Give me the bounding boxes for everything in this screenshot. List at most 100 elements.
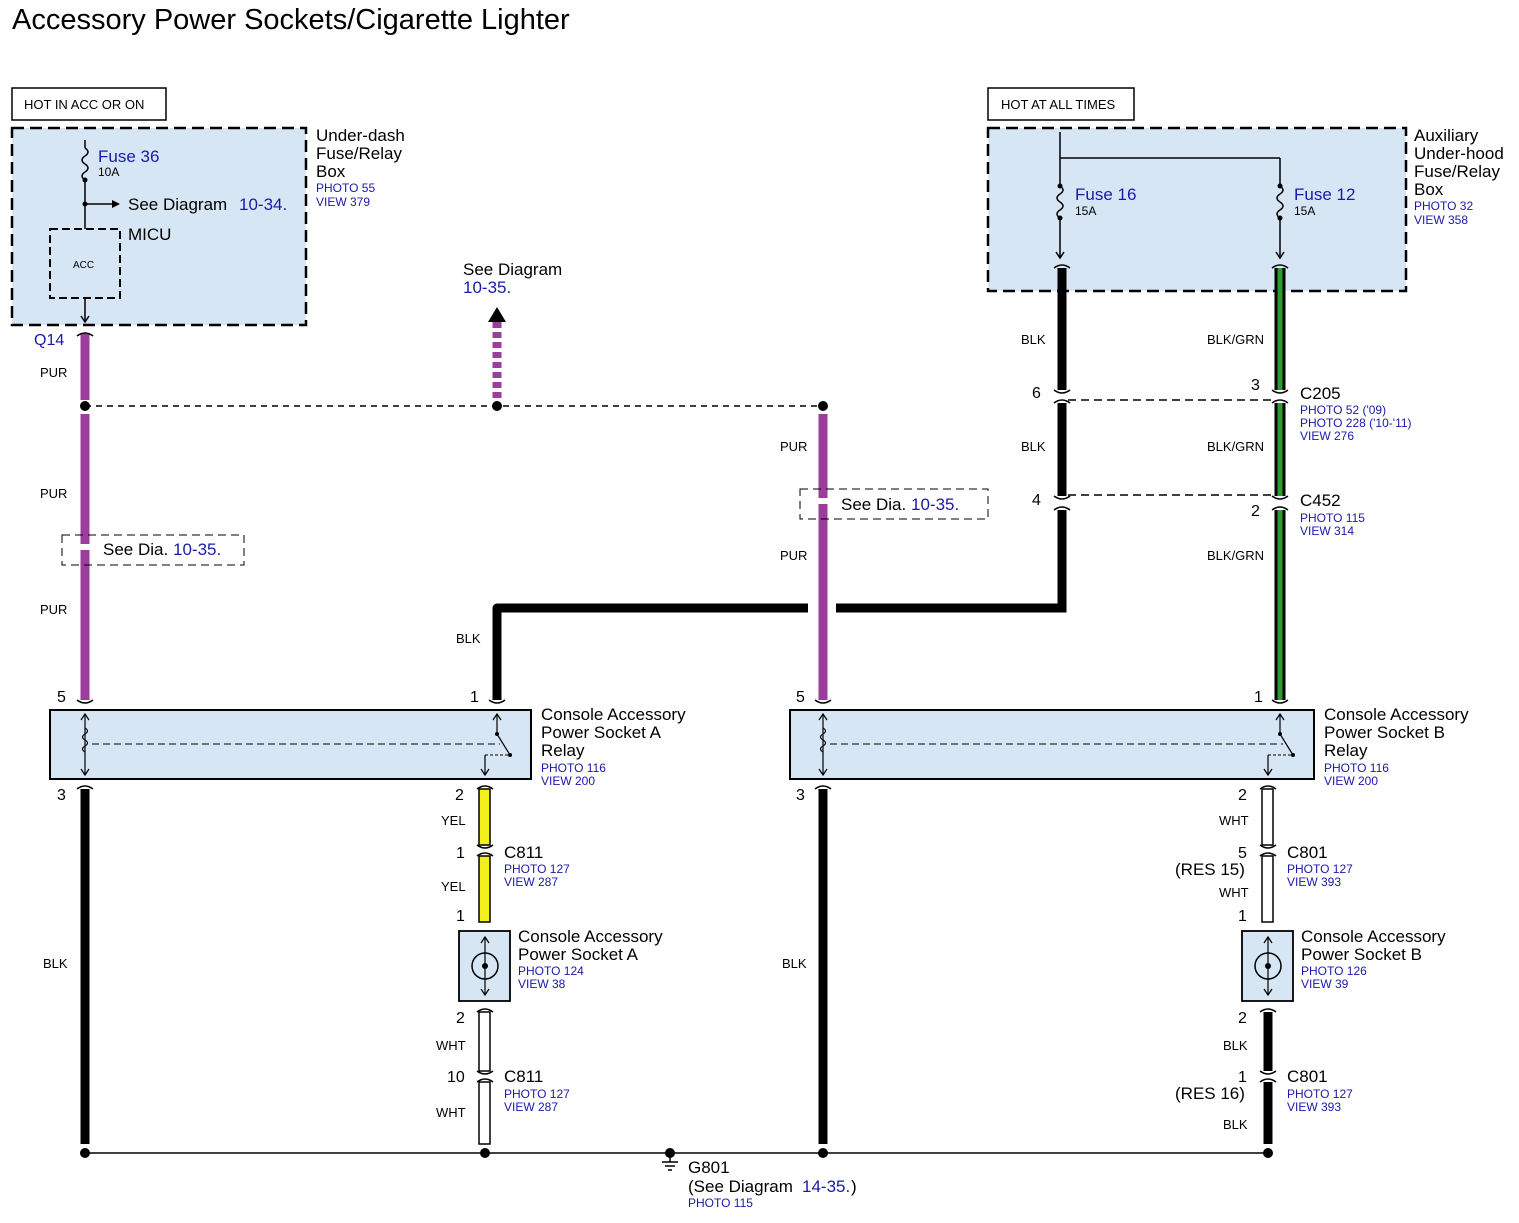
splice-node-mid [492, 401, 502, 411]
hot-acc-label: HOT IN ACC OR ON [24, 97, 144, 112]
fuse-12-name: Fuse 12 [1294, 185, 1355, 204]
relay-b-box [789, 709, 1315, 780]
socket-b-photo[interactable]: PHOTO 126 [1301, 964, 1367, 978]
c801-top-photo[interactable]: PHOTO 127 [1287, 862, 1353, 876]
wire-label-pur-3: PUR [40, 602, 67, 617]
c452-view[interactable]: VIEW 314 [1300, 524, 1354, 538]
see-dia-left-frame [61, 534, 245, 566]
see-dia-left-ref[interactable]: 10-35. [173, 540, 221, 559]
relay-a-pin1: 1 [470, 689, 479, 706]
socket-a-view[interactable]: VIEW 38 [518, 977, 566, 991]
relay-b-name-2: Power Socket B [1324, 723, 1445, 742]
see-dia-mid-ref[interactable]: 10-35. [911, 495, 959, 514]
aux-name-4: Box [1414, 180, 1444, 199]
c452-photo[interactable]: PHOTO 115 [1300, 511, 1365, 525]
arrow-up-icon [488, 307, 506, 322]
socket-b-box [1241, 930, 1294, 1002]
socket-a-pin2: 2 [456, 1010, 465, 1027]
wire-label-blk-1: BLK [1021, 332, 1046, 347]
underdash-photo[interactable]: PHOTO 55 [316, 181, 375, 195]
c205-photo2[interactable]: PHOTO 228 ('10-'11) [1300, 416, 1412, 430]
relay-b-photo[interactable]: PHOTO 116 [1324, 761, 1389, 775]
wire-label-wht-3: WHT [1219, 813, 1249, 828]
wire-pur-up-arrow[interactable] [488, 307, 506, 398]
aux-fuse-box [986, 126, 1408, 293]
socket-b-name-2: Power Socket B [1301, 945, 1422, 964]
socket-a-box [458, 930, 511, 1002]
wire-label-pur-1: PUR [40, 365, 67, 380]
relay-a-coil-icon [81, 727, 89, 753]
see-diagram-up-ref[interactable]: 10-35. [463, 278, 511, 297]
ground-see-close: ) [851, 1177, 857, 1196]
fuse-16-name: Fuse 16 [1075, 185, 1136, 204]
wire-wht-a [478, 1011, 491, 1145]
c801-top-name: C801 [1287, 843, 1328, 862]
aux-photo[interactable]: PHOTO 32 [1414, 199, 1473, 213]
c205-view[interactable]: VIEW 276 [1300, 429, 1354, 443]
socket-b-pin2: 2 [1238, 1010, 1247, 1027]
c801-top-view[interactable]: VIEW 393 [1287, 875, 1341, 889]
c811-top-photo[interactable]: PHOTO 127 [504, 862, 570, 876]
ground-icon [662, 1148, 678, 1171]
relay-b-pin2: 2 [1238, 787, 1247, 804]
relay-b-name-1: Console Accessory [1324, 705, 1469, 724]
c205-photo1[interactable]: PHOTO 52 ('09) [1300, 403, 1386, 417]
relay-a-view[interactable]: VIEW 200 [541, 774, 595, 788]
socket-b-view[interactable]: VIEW 39 [1301, 977, 1349, 991]
relay-a-name-1: Console Accessory [541, 705, 686, 724]
ground-see-ref[interactable]: 14-35. [802, 1177, 850, 1196]
c801-bottom-name: C801 [1287, 1067, 1328, 1086]
c811-top-name: C811 [504, 843, 543, 862]
c811-top-view[interactable]: VIEW 287 [504, 875, 558, 889]
relay-a-name-3: Relay [541, 741, 585, 760]
see-diagram-ref[interactable]: 10-34. [239, 195, 287, 214]
relay-b-name-3: Relay [1324, 741, 1368, 760]
aux-name-3: Fuse/Relay [1414, 162, 1500, 181]
wire-label-blkgrn-3: BLK/GRN [1207, 548, 1264, 563]
wire-label-wht-1: WHT [436, 1038, 466, 1053]
wire-label-yel-1: YEL [441, 813, 466, 828]
fuse-12-rating: 15A [1294, 204, 1315, 218]
ground-photo[interactable]: PHOTO 115 [688, 1196, 753, 1210]
ground-see-open: (See Diagram [688, 1177, 793, 1196]
wire-wht-b [1261, 788, 1274, 923]
socket-a-photo[interactable]: PHOTO 124 [518, 964, 584, 978]
relay-a-photo[interactable]: PHOTO 116 [541, 761, 606, 775]
aux-name-2: Under-hood [1414, 144, 1504, 163]
wire-label-blk-3: BLK [456, 631, 481, 646]
wire-label-pur-4: PUR [780, 439, 807, 454]
see-dia-mid-frame [799, 488, 989, 520]
c811-top-pin: 1 [456, 845, 465, 862]
c801-bottom-photo[interactable]: PHOTO 127 [1287, 1087, 1353, 1101]
c801-bottom-view[interactable]: VIEW 393 [1287, 1100, 1341, 1114]
c801-top-pin: 5 [1238, 845, 1247, 862]
c452-pin-right: 2 [1251, 503, 1260, 520]
socket-a-name-1: Console Accessory [518, 927, 663, 946]
hot-acc-frame [11, 87, 167, 121]
relay-b-view[interactable]: VIEW 200 [1324, 774, 1378, 788]
relay-b-pin5: 5 [796, 689, 805, 706]
aux-view[interactable]: VIEW 358 [1414, 213, 1468, 227]
c811-bottom-view[interactable]: VIEW 287 [504, 1100, 558, 1114]
ground-node-3 [818, 1148, 828, 1158]
c811-bottom-photo[interactable]: PHOTO 127 [504, 1087, 570, 1101]
underdash-view[interactable]: VIEW 379 [316, 195, 370, 209]
see-dia-mid-text: See Dia. [841, 495, 906, 514]
underdash-name-1: Under-dash [316, 126, 405, 145]
ground-node-4 [1263, 1148, 1273, 1158]
socket-b-name-1: Console Accessory [1301, 927, 1446, 946]
wire-label-pur-5: PUR [780, 548, 807, 563]
underdash-name-3: Box [316, 162, 346, 181]
ground-node-1 [80, 1148, 90, 1158]
wire-label-blk-7: BLK [1223, 1117, 1248, 1132]
aux-name-1: Auxiliary [1414, 126, 1479, 145]
ground-node-2 [480, 1148, 490, 1158]
arrow-right-icon [112, 200, 120, 208]
relay-b-pin3: 3 [796, 787, 805, 804]
c811-bottom-pin: 10 [447, 1069, 465, 1086]
wire-label-blk-6: BLK [1223, 1038, 1248, 1053]
fuse-16-rating: 15A [1075, 204, 1096, 218]
q14-label: Q14 [34, 332, 64, 349]
fuse-36-rating: 10A [98, 165, 119, 179]
see-dia-left-text: See Dia. [103, 540, 168, 559]
